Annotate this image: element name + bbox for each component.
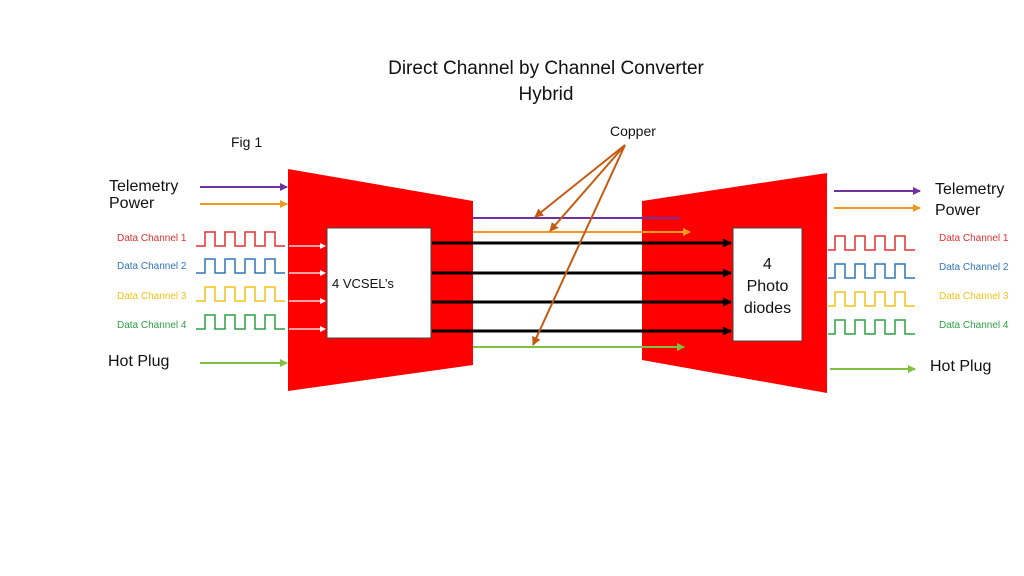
figure-label: Fig 1 [231,134,263,150]
left-telemetry-label: Telemetry [109,178,179,195]
photodiode-line-3: diodes [743,300,792,317]
left-data-channel-4-wave [196,314,285,330]
left-data-channel-1-label: Data Channel 1 [117,233,187,244]
right-data-channel-2-wave [828,263,915,279]
copper-label: Copper [610,123,656,139]
vcsel-box-label: 4 VCSEL’s [332,276,394,291]
photodiode-line-1: 4 [763,256,772,273]
photodiode-box [732,227,803,342]
photodiode-box-label: 4 Photo diodes [733,254,802,320]
right-data-channel-1-label: Data Channel 1 [939,233,1009,244]
right-data-channel-4-label: Data Channel 4 [939,320,1009,331]
left-hot-plug-label: Hot Plug [108,353,170,370]
right-power-label: Power [935,202,981,219]
right-data-channel-4-wave [828,319,915,335]
left-data-channel-1-wave [196,231,285,247]
left-data-channel-3-label: Data Channel 3 [117,291,187,302]
left-data-channel-2-label: Data Channel 2 [117,261,187,272]
photodiode-line-2: Photo [746,278,789,295]
right-hot-plug-label: Hot Plug [930,358,992,375]
right-data-channel-1-wave [828,235,915,251]
right-data-channel-3-label: Data Channel 3 [939,291,1009,302]
copper-callout-arrow-1 [534,144,626,218]
right-telemetry-label: Telemetry [935,181,1005,198]
copper-callout-arrow-3 [532,144,626,346]
diagram-title: Direct Channel by Channel Converter [388,58,704,79]
copper-callout-arrow-2 [549,144,626,232]
left-data-channel-4-label: Data Channel 4 [117,320,187,331]
right-data-channel-3-wave [828,291,915,307]
right-data-channel-2-label: Data Channel 2 [939,262,1009,273]
left-power-label: Power [109,195,155,212]
diagram-subtitle: Hybrid [518,84,574,105]
vcsel-box [326,227,432,339]
left-data-channel-2-wave [196,258,285,274]
left-data-channel-3-wave [196,286,285,302]
